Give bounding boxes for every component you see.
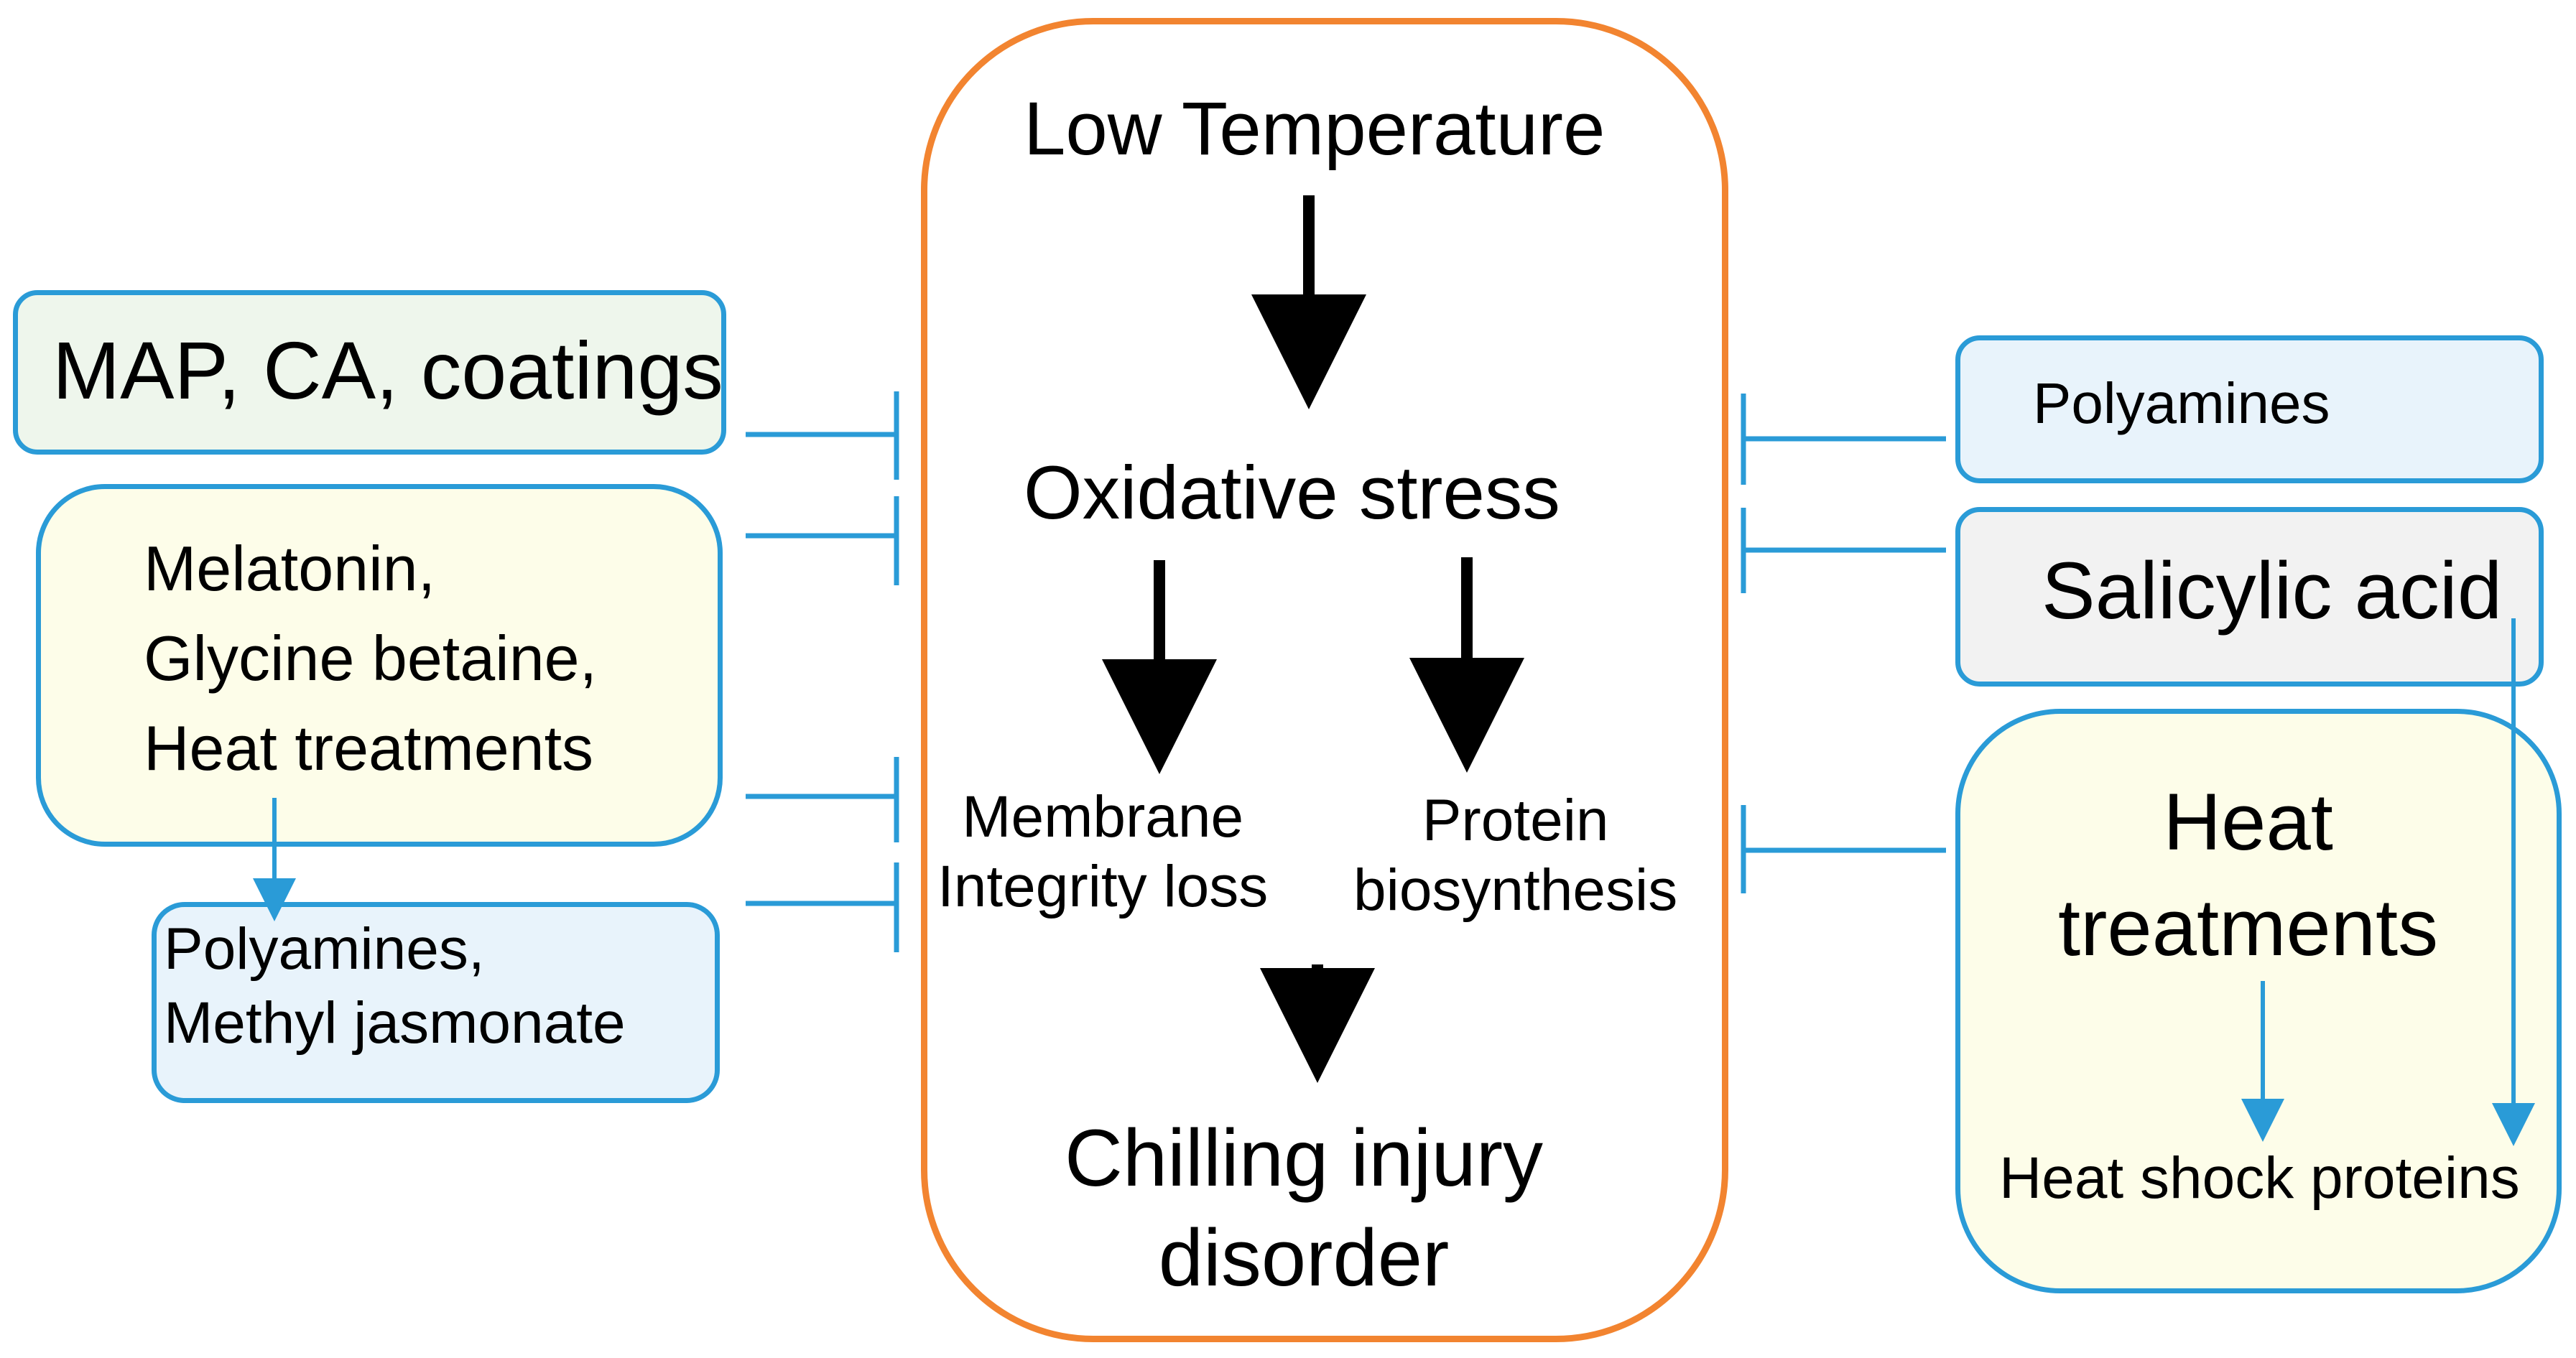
heat-treatments-box	[1955, 709, 2562, 1293]
polyamines-methyl-jasmonate-box	[152, 902, 720, 1103]
inhibit-polyamines-mj	[746, 862, 899, 952]
protein-biosynthesis-label: Protein biosynthesis	[1353, 788, 1678, 923]
low-temperature-label: Low Temperature	[1024, 87, 1606, 171]
chilling-process-container	[921, 18, 1728, 1342]
map-ca-coatings-label: MAP, CA, coatings	[52, 325, 723, 416]
salicylic-acid-label: Salicylic acid	[2042, 546, 2503, 636]
inhibit-heat-treatments	[1741, 805, 1946, 893]
inhibit-melatonin-upper	[746, 496, 899, 585]
oxidative-stress-label: Oxidative stress	[1024, 451, 1560, 535]
inhibit-salicylic-acid	[1741, 508, 1946, 593]
salicylic-acid-box	[1955, 507, 2544, 687]
inhibit-polyamines-right	[1741, 394, 1946, 485]
polyamines-methyl-jasmonate-label: Polyamines, Methyl jasmonate	[164, 916, 626, 1056]
heat-treatments-label: Heat treatments	[2058, 777, 2439, 972]
melatonin-group-label: Melatonin, Glycine betaine, Heat treatme…	[144, 533, 598, 783]
melatonin-group-box	[36, 484, 723, 847]
membrane-integrity-loss-label: Membrane Integrity loss	[937, 784, 1269, 919]
polyamines-box	[1955, 335, 2544, 483]
inhibit-melatonin-lower	[746, 757, 899, 842]
polyamines-right-label: Polyamines	[2033, 371, 2330, 435]
chilling-injury-disorder-label: Chilling injury disorder	[1065, 1113, 1544, 1303]
map-ca-coatings-box	[13, 290, 726, 455]
inhibit-map-ca	[746, 391, 899, 480]
heat-shock-proteins-label: Heat shock proteins	[1999, 1145, 2520, 1211]
